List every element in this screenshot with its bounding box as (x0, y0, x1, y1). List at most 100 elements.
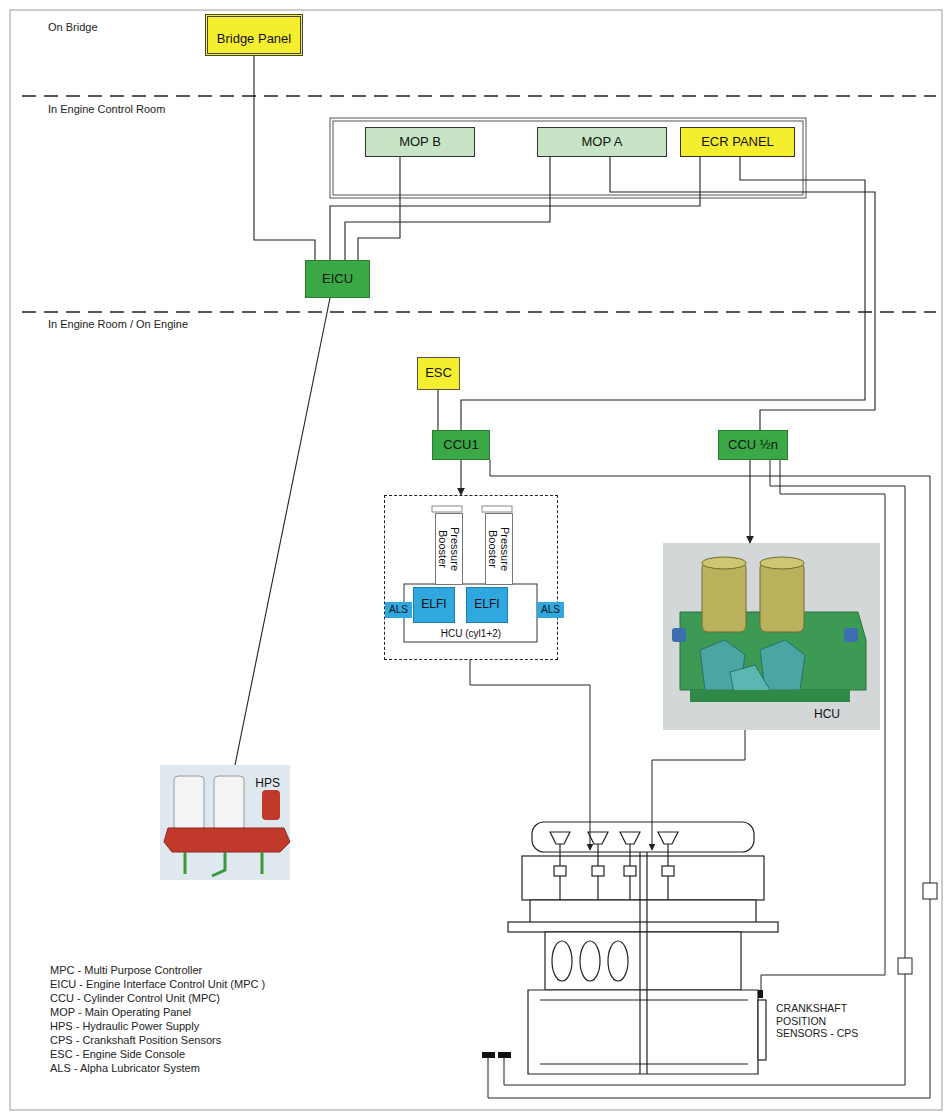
crankshaft-sensor (482, 1052, 495, 1058)
engine-illustration (550, 832, 570, 844)
connector (610, 157, 875, 430)
zone-divider (22, 311, 936, 313)
hcu-inner-frame (482, 506, 512, 512)
hps-illustration (185, 852, 262, 876)
controller-box: EICU (305, 260, 370, 298)
connector (330, 157, 700, 260)
hcu-illustration (702, 562, 746, 632)
connector (345, 157, 550, 260)
wire-junction (923, 883, 937, 899)
engine-illustration (608, 941, 628, 981)
legend-text: ALS - Alpha Lubricator System (50, 1062, 200, 1075)
signal-wire (488, 460, 930, 1098)
wire-junction (898, 883, 937, 974)
hcu-illustration (760, 562, 804, 632)
node-text: CCU1 (443, 438, 478, 453)
hps-illustration (160, 765, 290, 880)
node-text: Bridge Panel (217, 32, 291, 47)
bridge-panel: Bridge Panel (205, 14, 303, 56)
engine-illustration (592, 866, 604, 876)
node-text: Pressure Booster (487, 515, 511, 583)
sensor-label: CRANKSHAFT POSITION SENSORS - CPS (776, 1002, 871, 1040)
engine-illustration (522, 856, 764, 900)
legend-text: EICU - Engine Interface Control Unit (MP… (50, 978, 265, 991)
hps-illustration (262, 790, 280, 820)
hps-picture: HPS (160, 765, 290, 880)
node-text: Pressure Booster (437, 515, 461, 583)
node-text: HCU (814, 708, 840, 722)
control-panel: ECR PANEL (680, 127, 795, 157)
crankshaft-sensor (758, 1000, 766, 1060)
hcu-illustration (760, 557, 804, 569)
injection-valve: ELFI (413, 587, 455, 623)
hcu-group: HCU (cyl1+2) Pressure Booster Pressure Boo… (384, 495, 558, 660)
hps-illustration (212, 852, 225, 876)
hcu-illustration (690, 690, 850, 702)
crankshaft-sensor (498, 1052, 511, 1058)
hcu-inner-frame (404, 506, 537, 642)
hcu-illustration (663, 543, 880, 730)
panel-frame (330, 118, 806, 198)
node-text: HPS (255, 777, 280, 791)
engine-illustration (640, 852, 647, 1074)
pressure-booster: Pressure Booster (485, 513, 513, 585)
hps-illustration (184, 852, 187, 874)
connector (749, 460, 750, 543)
engine-illustration (580, 941, 600, 981)
connector (358, 157, 400, 260)
wire-junction (898, 958, 912, 974)
engine-illustration (560, 844, 668, 900)
operating-panel: MOP B (365, 127, 475, 157)
legend-text: CPS - Crankshaft Position Sensors (50, 1034, 221, 1047)
connector (437, 390, 438, 430)
hcu-illustration (760, 640, 805, 690)
panel-frame (330, 118, 806, 198)
signal-wire (470, 460, 930, 1098)
node-text: EICU (322, 272, 353, 287)
crankshaft-sensor (482, 990, 766, 1060)
legend-text: CCU - Cylinder Control Unit (MPC) (50, 992, 220, 1005)
operating-panel: MOP A (537, 127, 667, 157)
node-text: ELFI (474, 598, 499, 612)
console-box: ESC (417, 357, 460, 390)
zone-label: In Engine Control Room (48, 103, 165, 116)
pressure-booster: Pressure Booster (435, 513, 463, 585)
engine-illustration (530, 900, 756, 924)
signal-wire (504, 460, 905, 1085)
engine-illustration (528, 990, 758, 1074)
hcu-inner-frame (404, 584, 537, 642)
connector (235, 298, 330, 765)
hcu-picture: HCU (663, 543, 880, 730)
hps-illustration (164, 828, 290, 852)
connector (461, 157, 865, 430)
engine-illustration (540, 1000, 748, 1064)
hcu-inner-frame (432, 506, 462, 512)
legend-text: MOP - Main Operating Panel (50, 1006, 191, 1019)
hcu-illustration (672, 628, 686, 642)
node-text: ELFI (421, 598, 446, 612)
hcu-illustration (702, 557, 746, 569)
crankshaft-sensor (758, 990, 763, 998)
engine-illustration (532, 822, 754, 852)
node-text: ECR PANEL (701, 135, 774, 150)
zone-divider (22, 96, 936, 312)
node-text: MOP B (399, 135, 441, 150)
engine-illustration (554, 866, 566, 876)
hcu-illustration (663, 543, 880, 730)
legend-text: ESC - Engine Side Console (50, 1048, 185, 1061)
controller-box: CCU ½n (718, 430, 788, 460)
hps-illustration (174, 776, 204, 830)
engine-illustration (588, 832, 608, 844)
signal-wire (470, 660, 590, 850)
engine-illustration (658, 832, 678, 844)
node-text: ALS (389, 604, 408, 616)
lubricator-box: ALS (385, 602, 412, 618)
outer-frame (10, 10, 942, 1110)
engine-illustration (620, 832, 640, 844)
node-text: HCU (cyl1+2) (441, 628, 501, 640)
legend-text: MPC - Multi Purpose Controller (50, 964, 202, 977)
injection-valve: ELFI (466, 587, 508, 623)
controller-box: CCU1 (432, 430, 490, 460)
connector (254, 56, 315, 260)
